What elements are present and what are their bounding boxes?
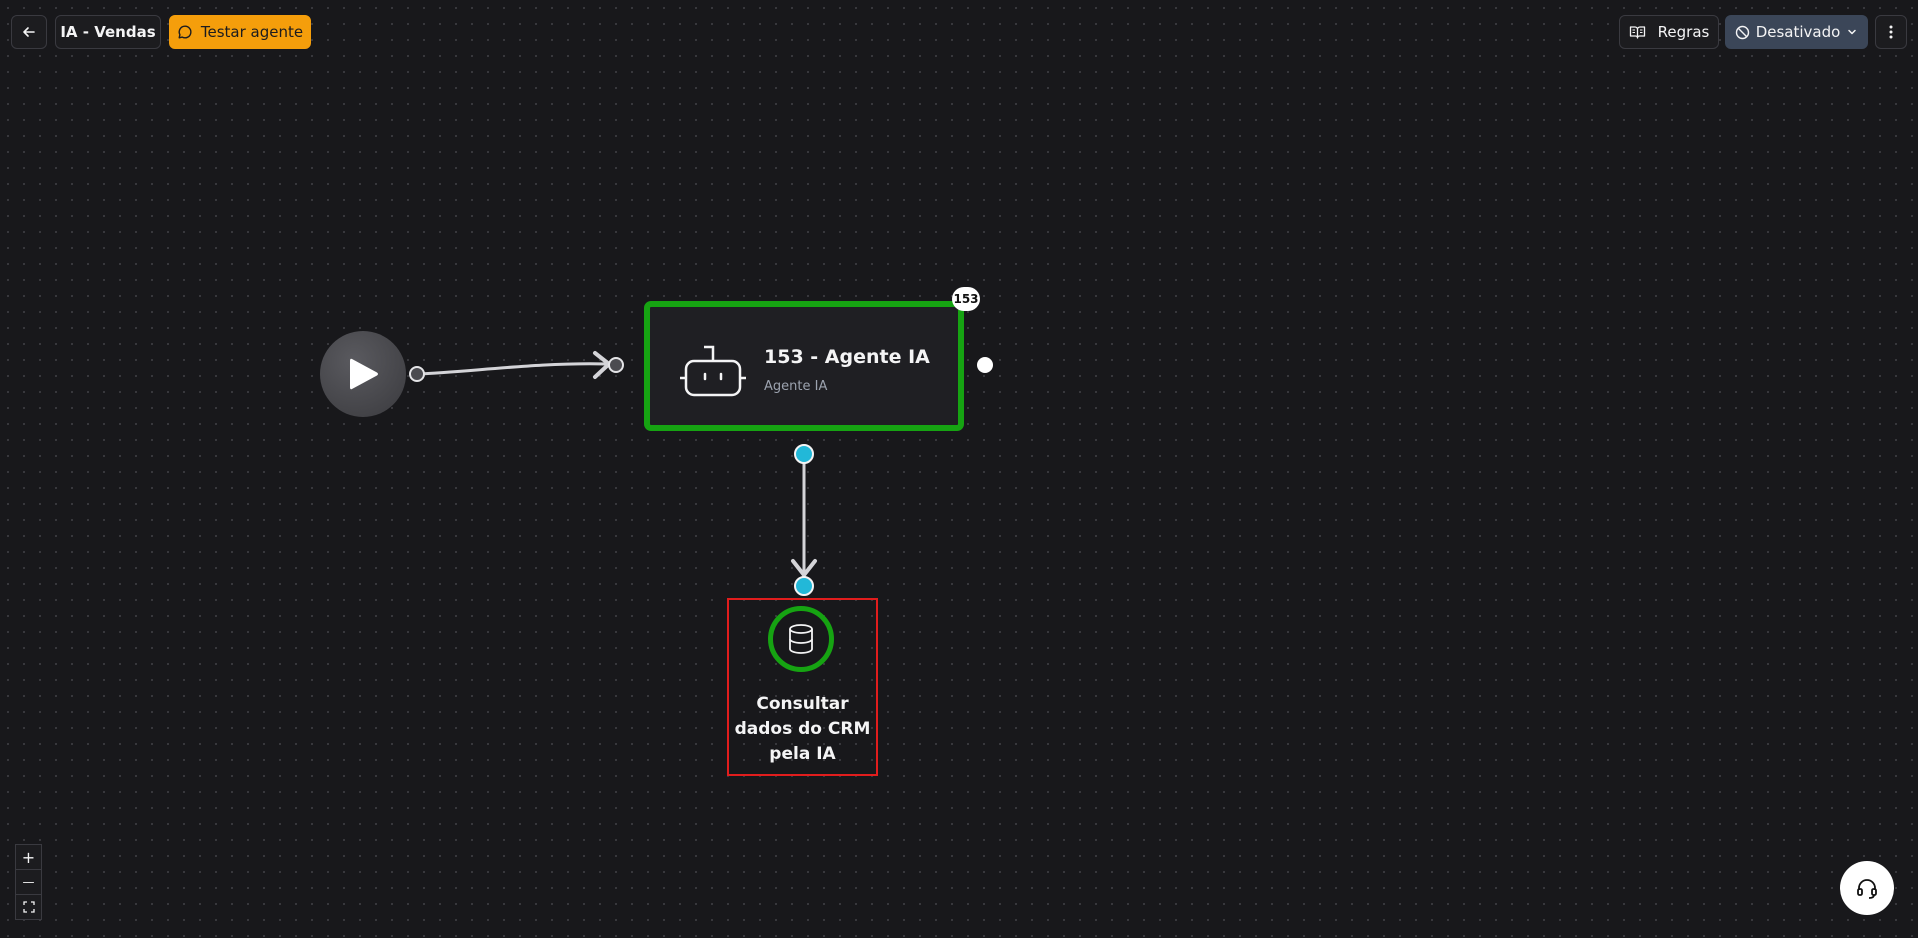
test-agent-label: Testar agente [200, 23, 304, 41]
crm-node-icon-ring [768, 606, 834, 672]
support-button[interactable] [1840, 861, 1894, 915]
book-open-icon [1629, 25, 1646, 40]
zoom-in-label: + [21, 847, 36, 867]
more-options-button[interactable] [1875, 15, 1907, 49]
status-label: Desativado [1755, 23, 1841, 41]
start-output-handle [409, 366, 425, 382]
flow-title-button[interactable]: IA - Vendas [55, 15, 161, 49]
play-icon [346, 356, 380, 392]
database-icon [788, 624, 814, 654]
crm-input-handle [794, 576, 814, 596]
zoom-out-button[interactable]: — [15, 869, 42, 895]
rules-label: Regras [1657, 23, 1710, 41]
arrow-left-icon [21, 24, 37, 40]
back-button[interactable] [11, 15, 47, 49]
agent-input-handle [608, 357, 624, 373]
crm-query-node[interactable]: Consultar dados do CRM pela IA [727, 598, 878, 776]
agent-output-handle [977, 357, 993, 373]
status-dropdown[interactable]: Desativado [1725, 15, 1868, 49]
edge-start-to-agent [416, 362, 609, 376]
agent-node-badge: 153 [952, 287, 980, 311]
chevron-down-icon [1846, 26, 1858, 38]
flow-title: IA - Vendas [60, 23, 156, 41]
agent-node-title: 153 - Agente IA [764, 346, 930, 368]
agent-node[interactable]: 153 - Agente IA Agente IA [644, 301, 964, 431]
zoom-in-button[interactable]: + [15, 844, 42, 870]
fit-view-icon [22, 901, 35, 913]
rules-button[interactable]: Regras [1619, 15, 1719, 49]
crm-node-label: Consultar dados do CRM pela IA [734, 694, 871, 764]
robot-icon [680, 343, 746, 403]
test-agent-button[interactable]: Testar agente [169, 15, 311, 49]
agent-bottom-handle [794, 444, 814, 464]
chat-bubble-icon [177, 24, 193, 40]
fit-view-button[interactable] [15, 894, 42, 920]
zoom-out-label: — [22, 875, 35, 889]
edge-agent-crm-arrowhead [791, 559, 817, 577]
more-vertical-icon [1889, 25, 1893, 39]
headset-icon [1855, 876, 1879, 900]
zoom-controls: + — [15, 844, 42, 920]
top-toolbar: IA - Vendas Testar agente Regras Desativ… [0, 0, 1918, 64]
agent-node-subtitle: Agente IA [764, 379, 828, 394]
start-node[interactable] [320, 331, 406, 417]
ban-icon [1735, 25, 1750, 40]
